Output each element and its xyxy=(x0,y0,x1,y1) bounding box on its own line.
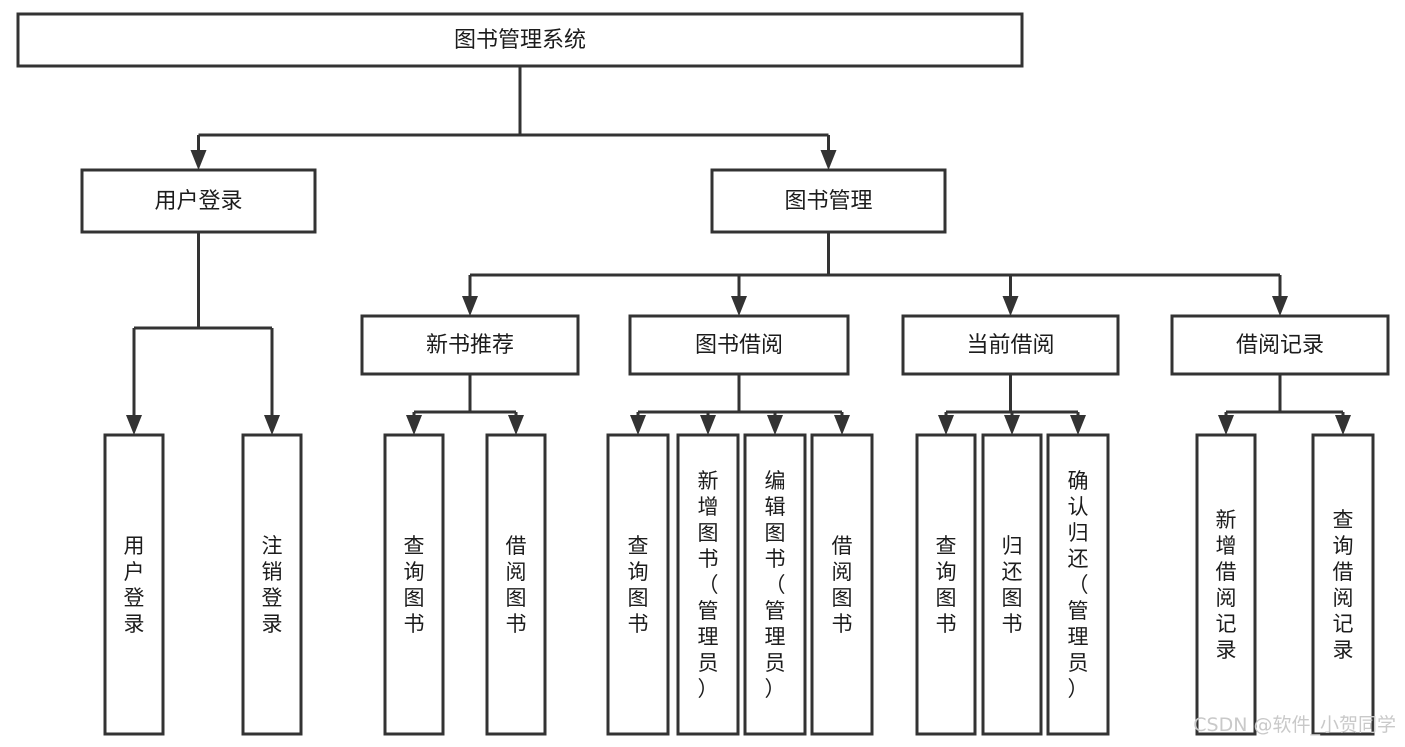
node-leaf-return-book[interactable]: 归还图书 xyxy=(981,433,1043,736)
node-box-leaf-query-book-current xyxy=(915,433,977,736)
node-book-management[interactable]: 图书管理 xyxy=(710,168,947,234)
node-leaf-query-book-current[interactable]: 查询图书 xyxy=(915,433,977,736)
node-label-leaf-borrow-book-recommend: 借阅图书 xyxy=(506,534,527,636)
arrow-head-icon xyxy=(1004,415,1020,435)
node-box-leaf-add-book xyxy=(676,433,740,736)
node-box-leaf-edit-book xyxy=(743,433,807,736)
node-leaf-logout[interactable]: 注销登录 xyxy=(241,433,303,736)
node-box-user-login xyxy=(80,168,317,234)
node-borrow-record[interactable]: 借阅记录 xyxy=(1170,314,1390,376)
node-box-borrow-record xyxy=(1170,314,1390,376)
node-new-book-recommend[interactable]: 新书推荐 xyxy=(360,314,580,376)
arrow-head-icon xyxy=(1272,296,1288,316)
node-label-borrow-record: 借阅记录 xyxy=(1236,333,1324,358)
node-user-login[interactable]: 用户登录 xyxy=(80,168,317,234)
node-leaf-query-book-borrow[interactable]: 查询图书 xyxy=(606,433,670,736)
node-box-leaf-query-book-borrow xyxy=(606,433,670,736)
node-label-leaf-query-book-borrow: 查询图书 xyxy=(628,534,649,636)
arrow-head-icon xyxy=(1002,296,1019,316)
node-leaf-query-borrow-record[interactable]: 查询借阅记录 xyxy=(1311,433,1375,736)
node-leaf-borrow-book-recommend[interactable]: 借阅图书 xyxy=(485,433,547,736)
node-label-book-borrow: 图书借阅 xyxy=(695,333,783,358)
node-leaf-confirm-return[interactable]: 确认归还（管理员） xyxy=(1046,433,1110,736)
arrow-head-icon xyxy=(1070,415,1086,435)
arrow-head-icon xyxy=(508,415,524,435)
arrow-head-icon xyxy=(126,415,142,435)
arrow-head-icon xyxy=(190,150,207,170)
connectors-layer xyxy=(126,66,1351,435)
node-box-leaf-query-borrow-record xyxy=(1311,433,1375,736)
node-box-new-book-recommend xyxy=(360,314,580,376)
node-label-current-borrow: 当前借阅 xyxy=(966,333,1054,358)
arrow-head-icon xyxy=(1335,415,1351,435)
node-box-leaf-return-book xyxy=(981,433,1043,736)
node-box-leaf-confirm-return xyxy=(1046,433,1110,736)
node-leaf-borrow-book[interactable]: 借阅图书 xyxy=(810,433,874,736)
node-label-root: 图书管理系统 xyxy=(454,28,586,53)
arrow-head-icon xyxy=(834,415,850,435)
node-label-leaf-return-book: 归还图书 xyxy=(1002,534,1023,636)
node-box-leaf-borrow-book xyxy=(810,433,874,736)
node-leaf-user-login[interactable]: 用户登录 xyxy=(103,433,165,736)
node-label-new-book-recommend: 新书推荐 xyxy=(426,333,514,358)
arrow-head-icon xyxy=(820,150,837,170)
arrow-head-icon xyxy=(264,415,280,435)
node-label-leaf-confirm-return: 确认归还（管理员） xyxy=(1068,469,1089,701)
node-label-user-login: 用户登录 xyxy=(154,189,242,214)
node-label-leaf-add-book: 新增图书（管理员） xyxy=(698,469,719,701)
node-book-borrow[interactable]: 图书借阅 xyxy=(628,314,850,376)
node-leaf-query-book-recommend[interactable]: 查询图书 xyxy=(383,433,445,736)
arrow-head-icon xyxy=(630,415,646,435)
node-box-leaf-query-book-recommend xyxy=(383,433,445,736)
node-label-leaf-add-borrow-record: 新增借阅记录 xyxy=(1216,508,1237,662)
arrow-head-icon xyxy=(767,415,783,435)
node-label-book-management: 图书管理 xyxy=(784,189,872,214)
node-box-book-management xyxy=(710,168,947,234)
node-label-leaf-query-book-recommend: 查询图书 xyxy=(404,534,425,636)
node-label-leaf-borrow-book: 借阅图书 xyxy=(832,534,853,636)
node-box-book-borrow xyxy=(628,314,850,376)
csdn-watermark: CSDN @软件_小贺同学 xyxy=(1193,714,1396,736)
node-box-leaf-user-login xyxy=(103,433,165,736)
node-label-leaf-query-borrow-record: 查询借阅记录 xyxy=(1333,508,1354,662)
arrow-head-icon xyxy=(731,296,747,316)
node-leaf-add-borrow-record[interactable]: 新增借阅记录 xyxy=(1195,433,1257,736)
node-label-leaf-edit-book: 编辑图书（管理员） xyxy=(765,469,786,701)
arrow-head-icon xyxy=(700,415,716,435)
arrow-head-icon xyxy=(938,415,954,435)
node-box-current-borrow xyxy=(901,314,1120,376)
node-current-borrow[interactable]: 当前借阅 xyxy=(901,314,1120,376)
node-label-leaf-logout: 注销登录 xyxy=(262,534,283,636)
node-root[interactable]: 图书管理系统 xyxy=(16,12,1024,68)
node-box-leaf-logout xyxy=(241,433,303,736)
node-label-leaf-user-login: 用户登录 xyxy=(124,534,145,636)
node-leaf-edit-book[interactable]: 编辑图书（管理员） xyxy=(743,433,807,736)
node-label-leaf-query-book-current: 查询图书 xyxy=(936,534,957,636)
node-box-leaf-borrow-book-recommend xyxy=(485,433,547,736)
nodes-layer: 图书管理系统用户登录图书管理新书推荐图书借阅当前借阅借阅记录用户登录注销登录查询… xyxy=(16,12,1390,736)
arrow-head-icon xyxy=(406,415,422,435)
node-box-leaf-add-borrow-record xyxy=(1195,433,1257,736)
arrow-head-icon xyxy=(1218,415,1234,435)
arrow-head-icon xyxy=(462,296,478,316)
node-box-root xyxy=(16,12,1024,68)
node-leaf-add-book[interactable]: 新增图书（管理员） xyxy=(676,433,740,736)
